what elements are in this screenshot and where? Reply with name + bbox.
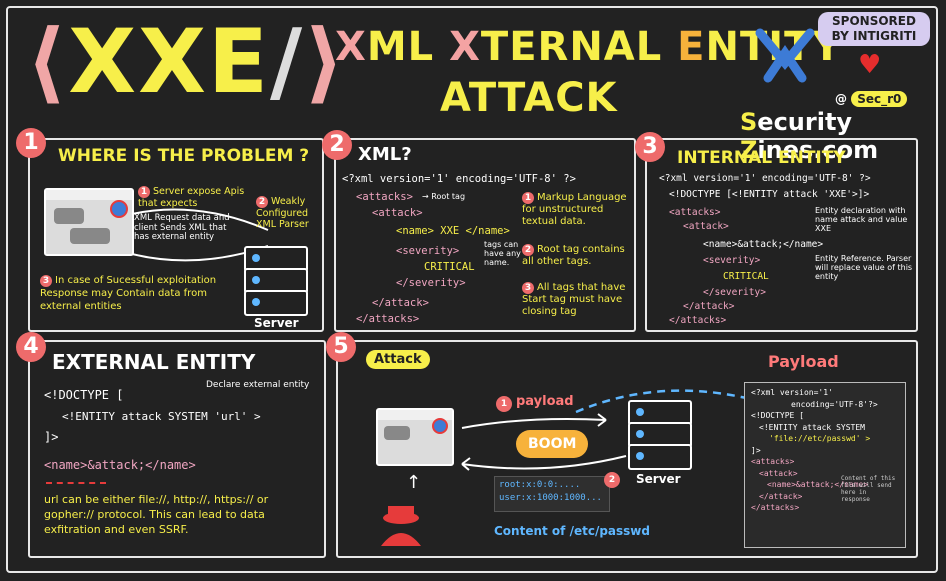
protocol-description: url can be either file://, http://, http… — [44, 493, 269, 536]
passwd-output: root:x:0:0:.... user:x:1000:1000... — [494, 476, 610, 512]
payload-title: Payload — [768, 352, 839, 371]
boom-badge: BOOM — [516, 430, 589, 458]
step-number: 5 — [326, 332, 356, 362]
note-request: XML Request data and client Sends XML th… — [134, 213, 230, 242]
step-number: 2 — [322, 130, 352, 160]
xml-line: <name> XXE </name> — [396, 225, 510, 237]
xml-line: </severity> — [703, 287, 766, 298]
panel-title: EXTERNAL ENTITY — [52, 350, 256, 374]
xxe-logo: ⟨XXE/⟩ — [26, 18, 346, 106]
hacker-icon — [381, 506, 421, 546]
server-label: Server — [254, 316, 299, 330]
xml-declaration: <?xml version='1' encoding='UTF-8' ?> — [342, 173, 576, 185]
xml-line: <attack> — [372, 207, 423, 219]
server-icon — [628, 444, 692, 470]
xml-declaration: <?xml version='1' encoding='UTF-8' ?> — [659, 173, 871, 184]
doctype-line: <!DOCTYPE [<!ENTITY attack 'XXE'>]> — [669, 189, 870, 200]
xml-line: CRITICAL — [723, 271, 769, 282]
panel-title: Attack — [366, 350, 430, 369]
panel-title: WHERE IS THE PROBLEM ? — [58, 146, 310, 166]
page-title-line2: ATTACK — [440, 75, 618, 121]
divider — [46, 482, 106, 484]
server-label: Server — [636, 472, 681, 486]
response-arrow — [461, 455, 627, 471]
logo-open-bracket: ⟨ — [26, 10, 69, 113]
xml-line: </attacks> — [356, 313, 420, 325]
author-handle: @ Sec_r0 — [835, 91, 908, 107]
panel-internal-entity: 3 INTERNAL ENTITY <?xml version='1' enco… — [635, 132, 918, 332]
payload-note: Content of this file will send here in r… — [841, 475, 896, 503]
xml-line: <attack> — [683, 221, 729, 232]
payload-label: payload — [516, 394, 574, 409]
intigriti-logo-icon — [755, 28, 815, 83]
entity-declaration-note: Entity declaration with name attack and … — [815, 206, 908, 233]
panel-title: INTERNAL ENTITY — [677, 148, 846, 168]
xml-line: </attacks> — [669, 315, 727, 326]
declare-note: Declare external entity — [206, 380, 310, 390]
doctype-line: <!DOCTYPE [ — [44, 388, 124, 402]
doctype-close: ]> — [44, 430, 59, 444]
xml-line: </attack> — [683, 301, 735, 312]
payload-box: <?xml version='1' encoding='UTF-8'?> <!D… — [744, 382, 906, 548]
xml-line: <attacks> — [669, 207, 721, 218]
entity-line: <!ENTITY attack SYSTEM 'url' > — [62, 410, 261, 423]
step-number: 3 — [635, 132, 665, 162]
heart-icon: ♥ — [858, 50, 882, 80]
server-icon — [244, 290, 308, 316]
panel-xml: 2 XML? <?xml version='1' encoding='UTF-8… — [322, 130, 636, 332]
logo-text: XXE — [68, 10, 271, 113]
xml-line: <name>&attack;</name> — [703, 239, 824, 250]
up-arrow-icon: ↑ — [406, 472, 422, 493]
panel-attack: 5 Attack ↑ 1 payload BOOM Server — [326, 332, 918, 558]
step-badge: 1 — [496, 396, 512, 412]
xml-line: </severity> — [396, 277, 466, 289]
entity-reference-note: Entity Reference. Parser will replace va… — [815, 254, 913, 281]
attacker-browser-icon — [376, 408, 454, 466]
brand-name: Security Zines.com — [740, 108, 879, 164]
xml-line: </attack> — [372, 297, 429, 309]
content-label: Content of /etc/passwd — [494, 524, 650, 538]
tags-any-name-note: tags can have any name. — [484, 240, 521, 267]
panel-external-entity: 4 EXTERNAL ENTITY <!DOCTYPE [ Declare ex… — [16, 332, 326, 558]
browser-window-icon — [44, 188, 134, 256]
root-tag-note: → Root tag — [422, 192, 466, 201]
xml-line: <attacks> — [356, 191, 413, 203]
outer-frame — [6, 6, 938, 573]
logo-slash: / — [270, 10, 305, 113]
panel-title: XML? — [358, 144, 412, 165]
attack-arrows — [461, 389, 747, 429]
step-number: 1 — [16, 128, 46, 158]
xml-line: <severity> — [703, 255, 761, 266]
sponsor-badge: SPONSORED BY INTIGRITI — [818, 12, 930, 46]
step-badge: 2 — [604, 472, 620, 488]
entity-reference: <name>&attack;</name> — [44, 458, 196, 472]
step-number: 4 — [16, 332, 46, 362]
logo-close-bracket: ⟩ — [304, 10, 347, 113]
xml-line: CRITICAL — [424, 261, 475, 273]
xml-line: <severity> — [396, 245, 460, 257]
